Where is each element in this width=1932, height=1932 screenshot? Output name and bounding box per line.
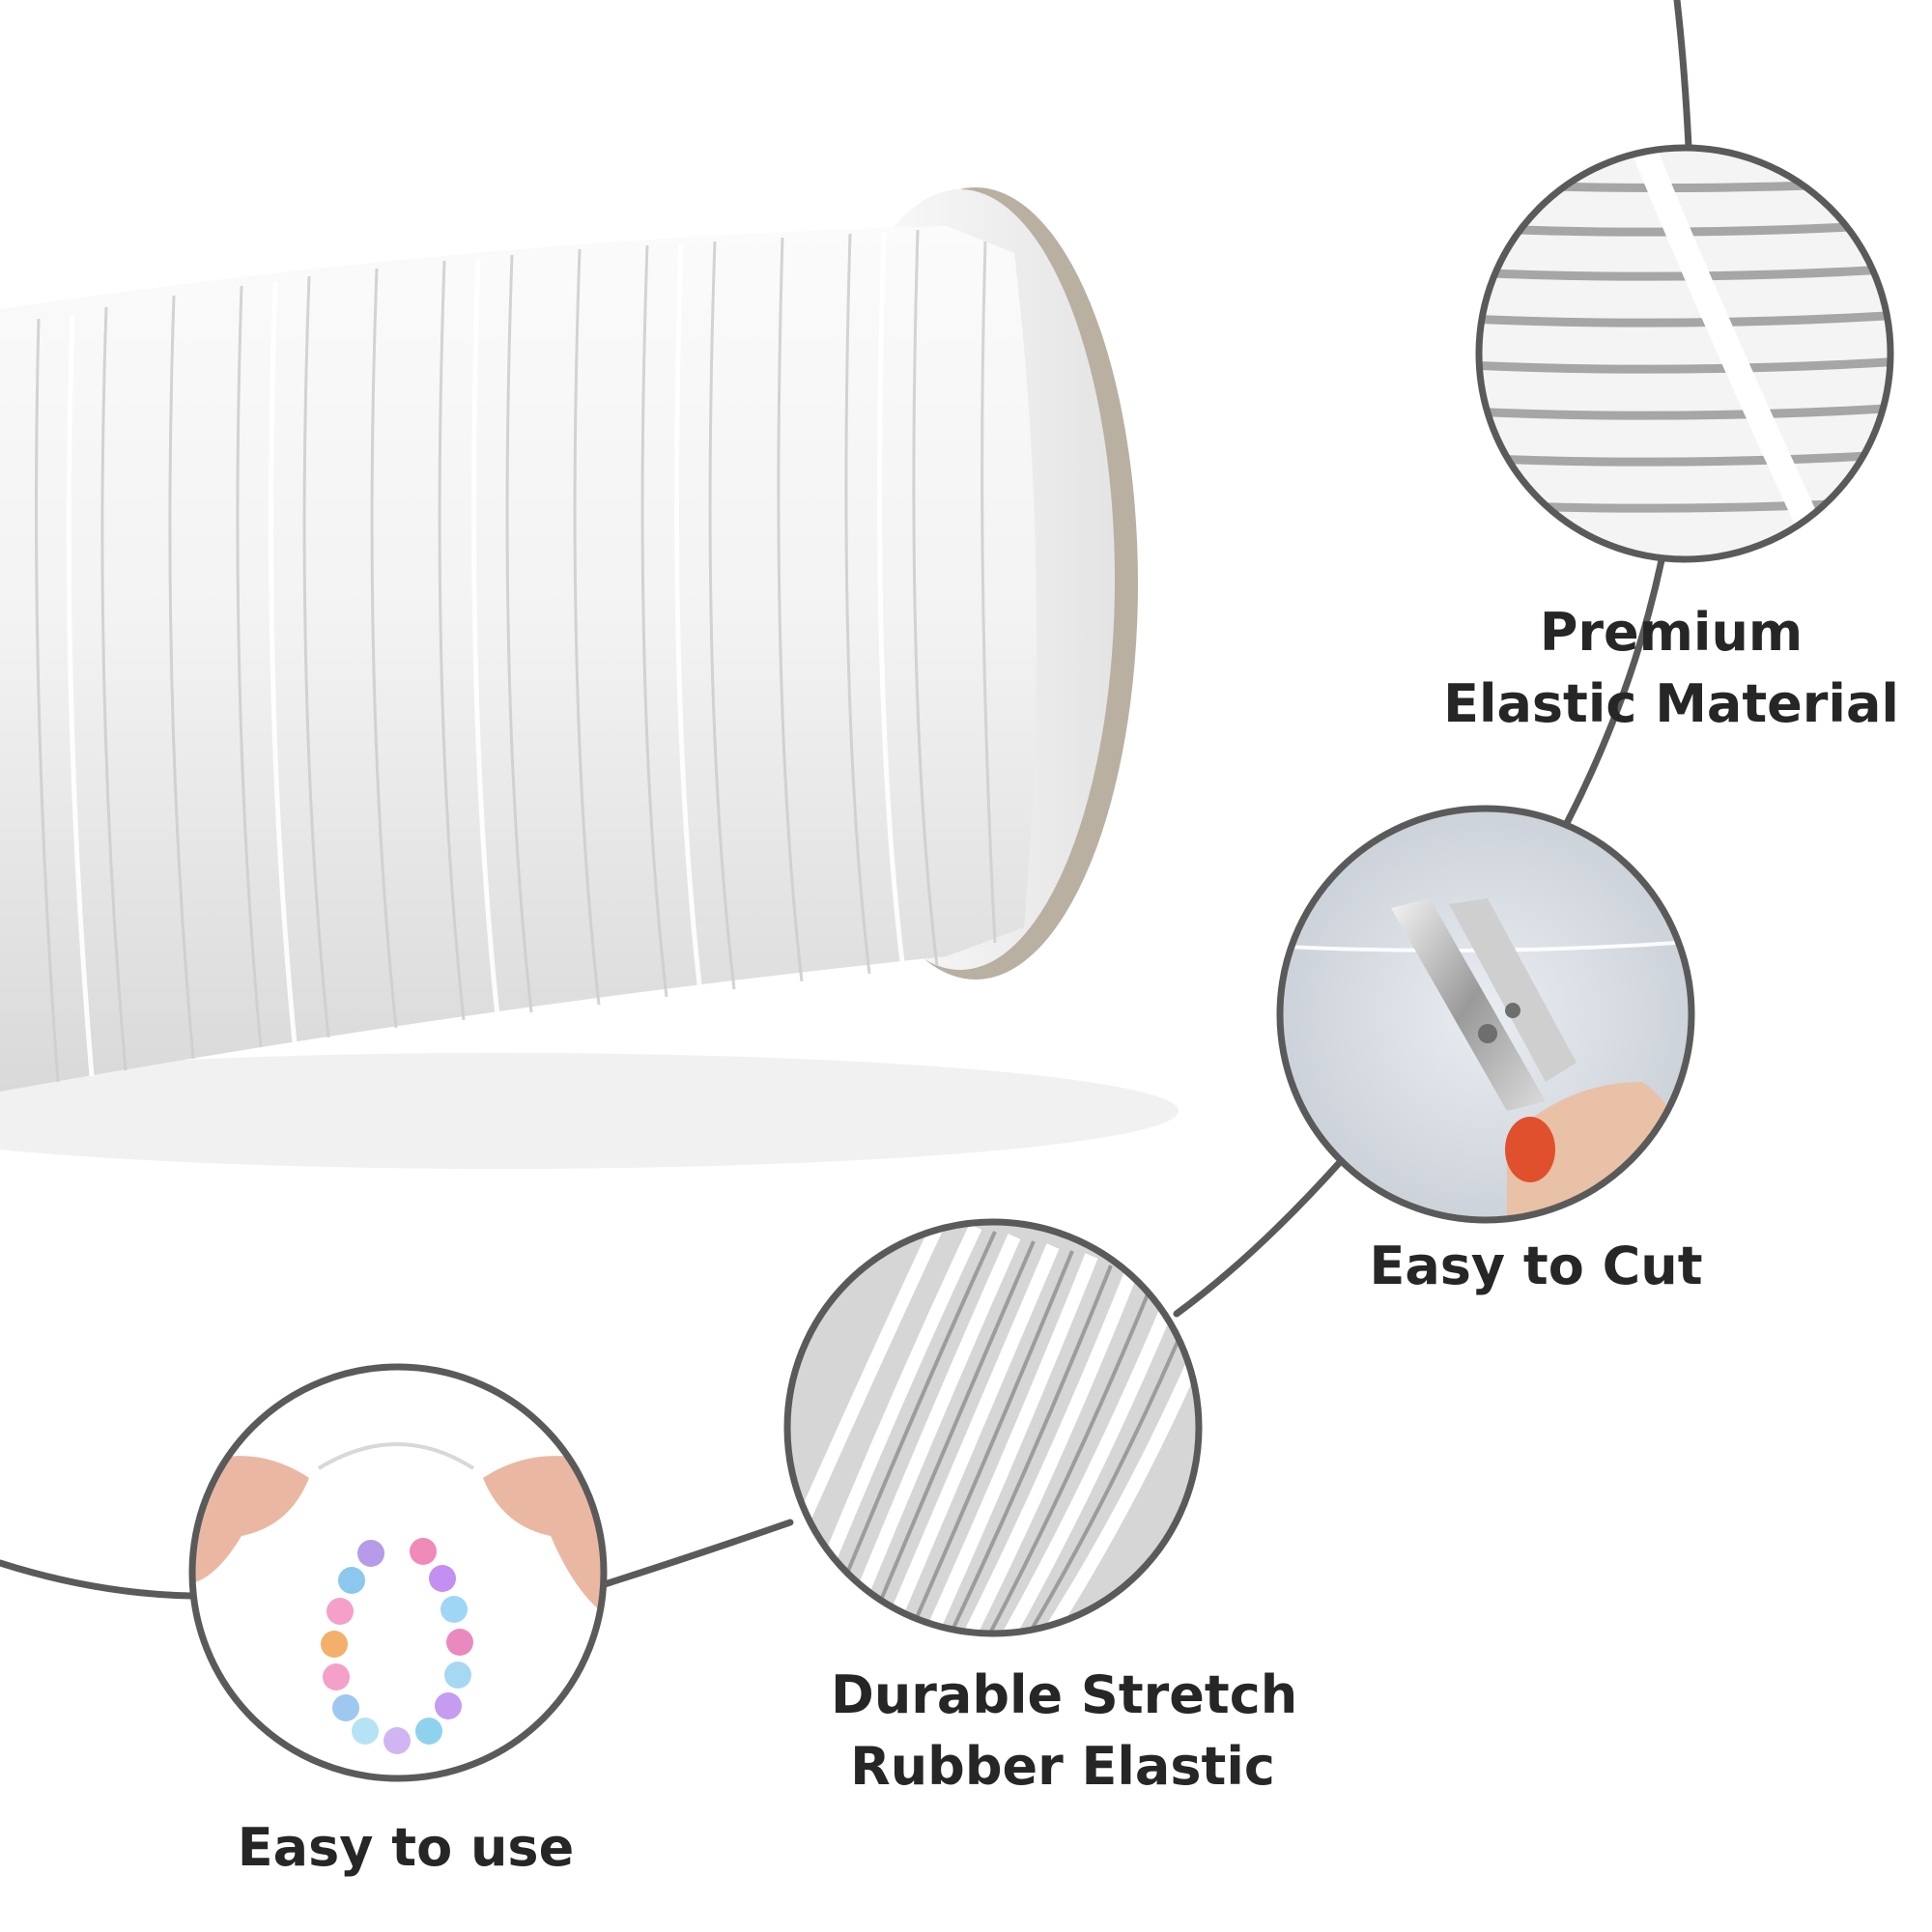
elastic-cord-spool [0, 187, 1179, 1169]
cord-windings [35, 229, 997, 1083]
right-hand [483, 1456, 604, 1623]
feature-use-image [188, 1363, 608, 1782]
feature-durable-line1: Durable Stretch [831, 1664, 1298, 1725]
bead-bracelet [321, 1538, 473, 1754]
left-hand [192, 1456, 309, 1584]
feature-cut-label: Easy to Cut [1343, 1231, 1729, 1302]
feature-durable-label: Durable Stretch Rubber Elastic [831, 1660, 1298, 1803]
feature-use-text: Easy to use [237, 1817, 575, 1878]
feature-cut-image [1276, 805, 1695, 1224]
feature-premium-image [1475, 144, 1894, 563]
scissors-icon [1391, 898, 1577, 1111]
feature-cut-text: Easy to Cut [1369, 1236, 1703, 1296]
feature-premium-line2: Elastic Material [1443, 673, 1899, 734]
feature-premium-label: Premium Elastic Material [1439, 597, 1903, 740]
feature-use-label: Easy to use [213, 1812, 599, 1884]
spool-shadow [0, 1053, 1179, 1169]
feature-durable-line2: Rubber Elastic [850, 1736, 1275, 1797]
cord-highlights [66, 231, 906, 1077]
feature-durable-image [783, 1218, 1203, 1637]
connector-lines [0, 0, 1692, 1600]
feature-premium-line1: Premium [1539, 602, 1804, 663]
